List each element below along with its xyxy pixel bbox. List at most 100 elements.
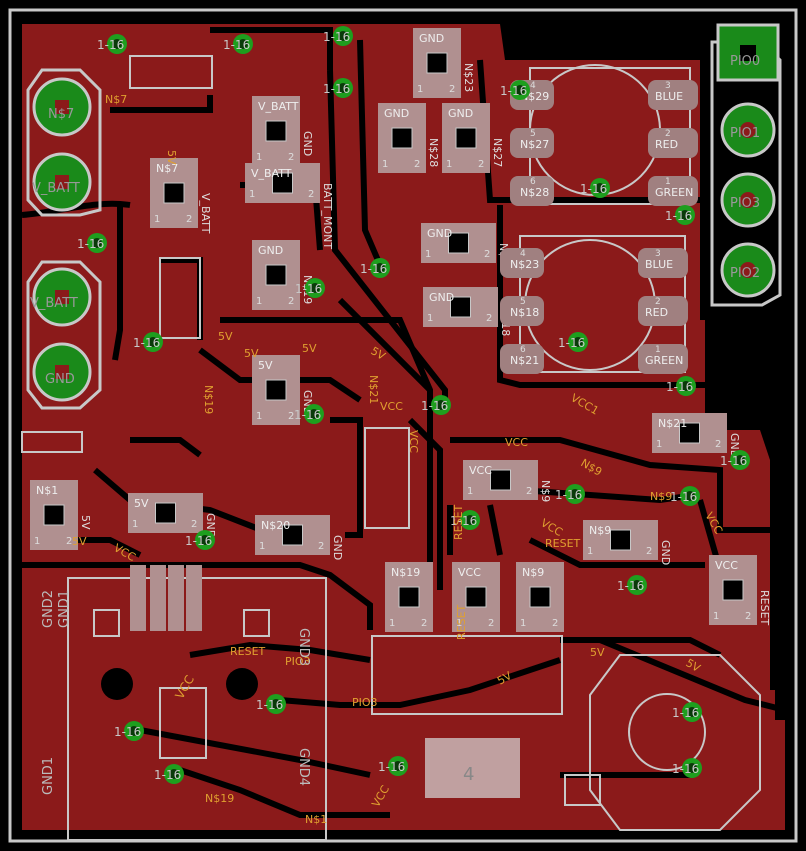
usb-slots <box>93 609 270 759</box>
component-ref: VCC <box>458 566 481 579</box>
component-net: GND <box>331 535 344 560</box>
via-hole <box>375 263 385 273</box>
via-hole <box>112 39 122 49</box>
usb-hole-right <box>226 668 258 700</box>
led-pin-num: 1 <box>655 345 661 355</box>
component-net: RESET <box>758 590 771 626</box>
component-pin2: 2 <box>421 618 427 629</box>
net-label: 5V <box>369 344 388 363</box>
net-label: 5V <box>72 535 87 548</box>
component-ref: V_BATT <box>251 167 292 180</box>
led-pin-label: N$27 <box>520 138 549 151</box>
component-ref: V_BATT <box>258 100 299 113</box>
component-net: V_BATT <box>199 193 212 234</box>
via-label: 1-16 <box>97 38 124 52</box>
net-label: 5V <box>495 669 514 688</box>
led-pin-num: 2 <box>655 297 661 307</box>
component-body <box>455 127 477 149</box>
component-pin2: 2 <box>186 214 192 225</box>
component-ref: 5V <box>258 359 273 372</box>
component-ref: N$7 <box>156 162 178 175</box>
component-net: N$28 <box>427 138 440 167</box>
net-label: RESET <box>455 604 468 640</box>
right-header-label-3: PIO2 <box>730 266 760 281</box>
via-hole <box>310 283 320 293</box>
component-body <box>163 182 185 204</box>
via-label: 1-16 <box>133 336 160 350</box>
led-pad-right <box>648 80 698 110</box>
component-body <box>610 529 631 551</box>
via-hole <box>515 85 525 95</box>
led-pin-num: 2 <box>665 129 671 139</box>
via-hole <box>735 455 745 465</box>
led-pin-label: N$28 <box>520 186 549 199</box>
via-label: 1-16 <box>185 534 212 548</box>
via-hole <box>632 580 642 590</box>
net-label: N$7 <box>105 93 127 106</box>
via-hole <box>595 183 605 193</box>
component-ref: GND <box>429 291 454 304</box>
via-label: 1-16 <box>378 760 405 774</box>
via-hole <box>309 409 319 419</box>
usb-data-pads <box>130 565 202 631</box>
led-pin-num: 5 <box>530 129 536 139</box>
usb-gnd-label-2: GND3 <box>296 628 311 666</box>
component-body <box>448 232 469 254</box>
net-label: RESET <box>230 645 266 658</box>
component-pin2: 2 <box>484 249 490 260</box>
via-label: 1-16 <box>323 30 350 44</box>
component-body <box>465 586 487 608</box>
component-pin2: 2 <box>552 618 558 629</box>
via-hole <box>570 489 580 499</box>
led-pad-left <box>500 344 544 374</box>
led-out-label: RED <box>645 306 668 319</box>
net-label: N$21 <box>367 375 380 404</box>
component-ref: N$19 <box>391 566 420 579</box>
via-label: 1-16 <box>672 706 699 720</box>
component-pin1: 1 <box>249 189 255 200</box>
component-pin1: 1 <box>417 84 423 95</box>
component-body <box>265 120 287 142</box>
left-header-label-0: N$7 <box>48 107 74 122</box>
right-header-pin0 <box>716 23 780 82</box>
component-ref: GND <box>258 244 283 257</box>
led-pin-label: N$23 <box>510 258 539 271</box>
net-label: 5V <box>302 342 317 355</box>
via-label: 1-16 <box>294 408 321 422</box>
net-label: N$9 <box>650 490 672 503</box>
component-net: N$27 <box>491 138 504 167</box>
component-pin1: 1 <box>256 296 262 307</box>
component-ref: GND <box>448 107 473 120</box>
component-body <box>490 469 511 491</box>
component-body <box>265 264 287 286</box>
usb-gnd-label-3: GND1 <box>41 757 56 795</box>
led-pin-label: N$21 <box>510 354 539 367</box>
net-label: VCC <box>407 430 420 453</box>
component-body <box>450 296 471 318</box>
component-ref: 5V <box>134 497 149 510</box>
led-pad-left <box>500 296 544 326</box>
via-label: 1-16 <box>665 209 692 223</box>
led-pin-num: 4 <box>520 249 526 259</box>
component-pin1: 1 <box>456 618 462 629</box>
component-net: GND <box>659 540 672 565</box>
via-hole <box>92 238 102 248</box>
component-ref: N$9 <box>522 566 544 579</box>
via-hole <box>238 39 248 49</box>
usb-hole-left <box>101 668 133 700</box>
component-pin2: 2 <box>486 313 492 324</box>
component-body <box>43 504 65 526</box>
component-net: N$23 <box>462 63 475 92</box>
component-ref: GND <box>427 227 452 240</box>
component-pin2: 2 <box>318 541 324 552</box>
via-label: 1-16 <box>558 336 585 350</box>
usb-gnd-label-0: GND2 <box>41 590 56 628</box>
via-hole <box>338 31 348 41</box>
component-pin1: 1 <box>427 313 433 324</box>
component-pin1: 1 <box>259 541 265 552</box>
led-pin-num: 6 <box>530 177 536 187</box>
right-header-square-hole <box>740 45 756 61</box>
component-pin1: 1 <box>256 411 262 422</box>
component-net: BATT_MONT <box>321 183 334 249</box>
